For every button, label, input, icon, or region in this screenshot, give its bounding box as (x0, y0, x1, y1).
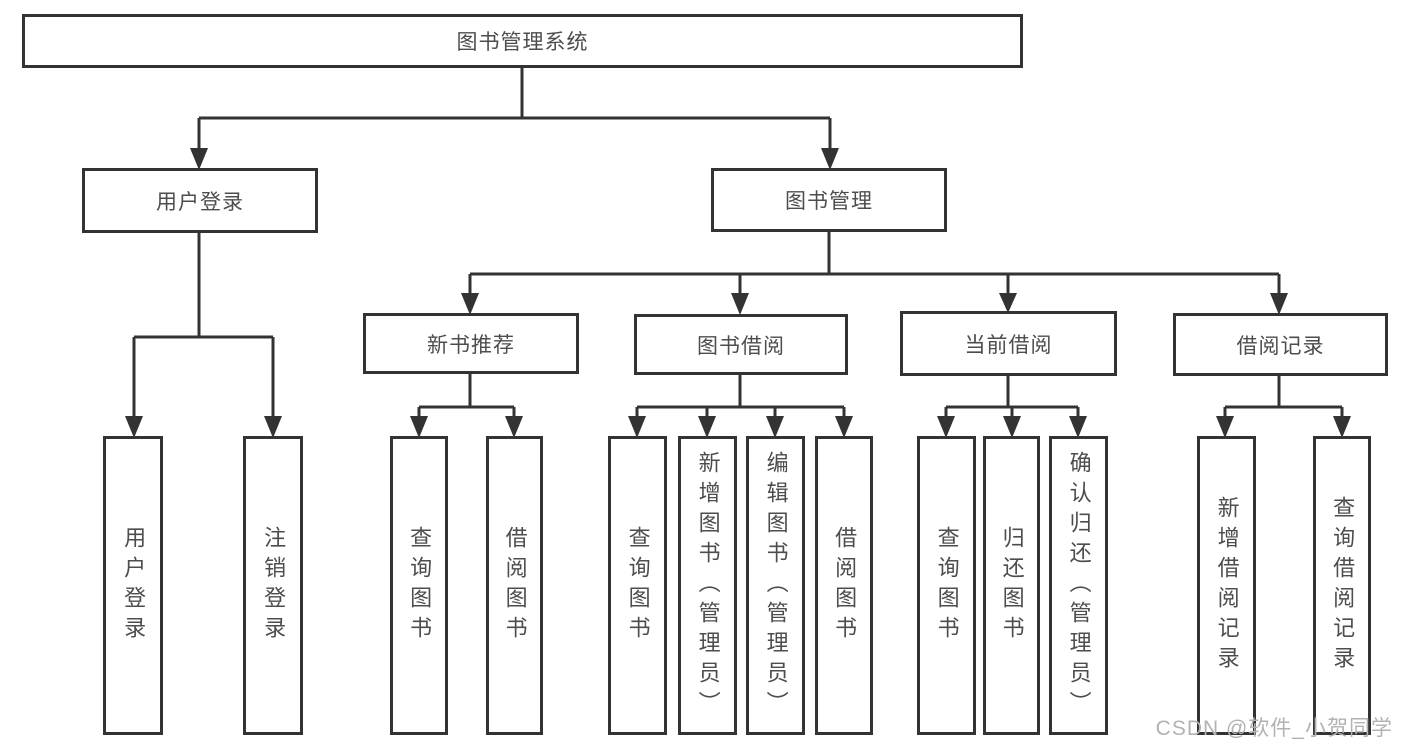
leaf-label: 借阅图书 (502, 525, 528, 646)
leaf-label: 查询图书 (407, 525, 433, 646)
leaf-label: 查询图书 (934, 525, 960, 646)
leaf-borrow-books-recommend: 借阅图书 (486, 436, 543, 735)
leaf-label: 归还图书 (999, 525, 1025, 646)
leaf-query-borrow-record: 查询借阅记录 (1313, 436, 1371, 735)
node-label: 图书管理系统 (456, 31, 589, 54)
leaf-label: 新增图书（管理员） (695, 450, 721, 721)
node-book-borrowing: 图书借阅 (634, 314, 848, 375)
node-root-library-system: 图书管理系统 (22, 14, 1023, 68)
node-user-login: 用户登录 (82, 168, 318, 233)
csdn-watermark: CSDN @软件_小贺同学 (1155, 717, 1393, 740)
leaf-label: 注销登录 (261, 525, 287, 646)
leaf-label: 编辑图书（管理员） (763, 450, 789, 721)
leaf-query-books-borrowing: 查询图书 (608, 436, 667, 735)
node-current-borrowing: 当前借阅 (900, 311, 1117, 376)
leaf-label: 确认归还（管理员） (1066, 450, 1092, 721)
node-label: 当前借阅 (964, 333, 1053, 357)
node-label: 借阅记录 (1236, 334, 1325, 358)
leaf-query-books-recommend: 查询图书 (390, 436, 448, 735)
node-label: 新书推荐 (427, 333, 515, 357)
leaf-label: 新增借阅记录 (1214, 495, 1240, 676)
leaf-add-borrow-record: 新增借阅记录 (1197, 436, 1256, 735)
node-label: 图书借阅 (697, 334, 785, 358)
node-label: 图书管理 (785, 190, 873, 213)
leaf-logout: 注销登录 (243, 436, 303, 735)
leaf-label: 查询借阅记录 (1330, 495, 1356, 676)
leaf-user-login: 用户登录 (103, 436, 163, 735)
leaf-borrow-books: 借阅图书 (815, 436, 873, 735)
node-new-book-recommend: 新书推荐 (363, 313, 579, 374)
leaf-add-books-admin: 新增图书（管理员） (678, 436, 737, 735)
node-borrowing-records: 借阅记录 (1173, 313, 1388, 376)
leaf-label: 借阅图书 (832, 525, 858, 646)
leaf-edit-books-admin: 编辑图书（管理员） (746, 436, 805, 735)
node-book-management: 图书管理 (711, 168, 947, 232)
leaf-query-books-current: 查询图书 (917, 436, 976, 735)
leaf-label: 用户登录 (121, 525, 147, 646)
leaf-return-books: 归还图书 (983, 436, 1040, 735)
leaf-label: 查询图书 (625, 525, 651, 646)
node-label: 用户登录 (156, 190, 244, 214)
leaf-confirm-return-admin: 确认归还（管理员） (1049, 436, 1108, 735)
